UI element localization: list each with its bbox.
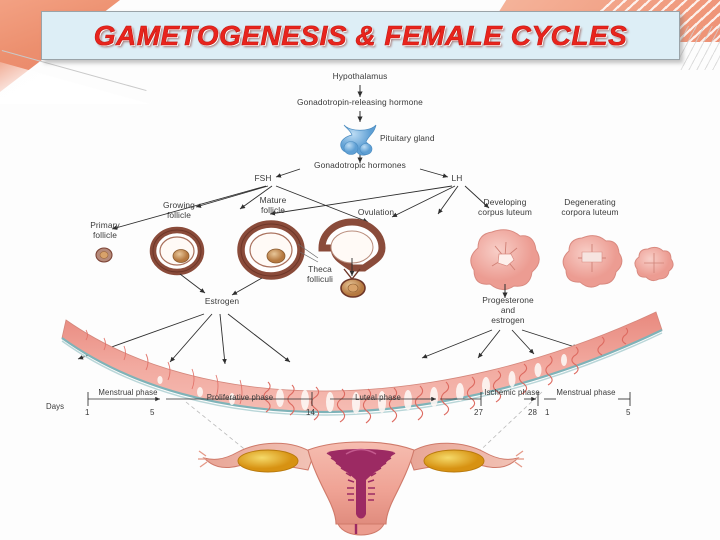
node-fsh: FSH [254,173,272,183]
node-degenerating-corpora-luteum: Degenerating corpora luteum [561,197,619,217]
node-estrogen: Estrogen [204,296,240,306]
developing-corpus-luteum-illustration [470,229,540,290]
degenerating-corpus-luteum-small-illustration [634,246,674,282]
endometrium-illustration [61,311,663,424]
diagram-area: Hypothalamus Gonadotropin-releasing horm… [0,62,720,462]
node-pituitary-gland: Pituitary gland [380,133,435,143]
node-gnrh: Gonadotropin-releasing hormone [297,97,423,107]
node-developing-corpus-luteum: Developing corpus luteum [478,197,532,217]
phase-luteal: Luteal phase [355,393,401,402]
day-tick-5: 5 [150,408,155,417]
node-primary-follicle: Primary follicle [90,220,120,240]
day-tick-27: 27 [474,408,483,417]
phase-ischemic: Ischemic phase [484,388,540,397]
growing-follicle-illustration [149,226,205,276]
node-growing-follicle: Growing follicle [163,200,195,220]
node-theca-folliculi: Theca folliculi [306,264,334,284]
pituitary-gland-icon [340,124,377,156]
node-lh: LH [451,173,463,183]
node-gonadotropic-hormones: Gonadotropic hormones [314,160,406,170]
mature-follicle-illustration [237,220,305,280]
node-mature-follicle: Mature follicle [259,195,287,215]
day-tick-5b: 5 [626,408,631,417]
day-tick-1: 1 [85,408,90,417]
node-ovulation: Ovulation [357,207,395,217]
day-tick-1b: 1 [545,408,550,417]
day-tick-14: 14 [306,408,315,417]
primary-follicle-illustration [95,247,113,263]
diagram-graphics [61,85,674,461]
node-progesterone-and-estrogen: Progesterone and estrogen [482,295,534,325]
uterus-illustration [198,441,524,536]
slide-title-box: GAMETOGENESIS & FEMALE CYCLES [41,11,680,60]
corner-decoration-right [680,26,720,70]
phase-proliferative: Proliferative phase [206,393,274,402]
ovulation-illustration [318,218,386,298]
degenerating-corpus-luteum-illustration [562,235,623,288]
phase-menstrual-1: Menstrual phase [98,388,158,397]
day-tick-28: 28 [528,408,537,417]
axis-days-label: Days [46,402,65,411]
node-hypothalamus: Hypothalamus [332,71,388,81]
phase-menstrual-2: Menstrual phase [556,388,616,397]
slide-title: GAMETOGENESIS & FEMALE CYCLES [93,19,628,51]
